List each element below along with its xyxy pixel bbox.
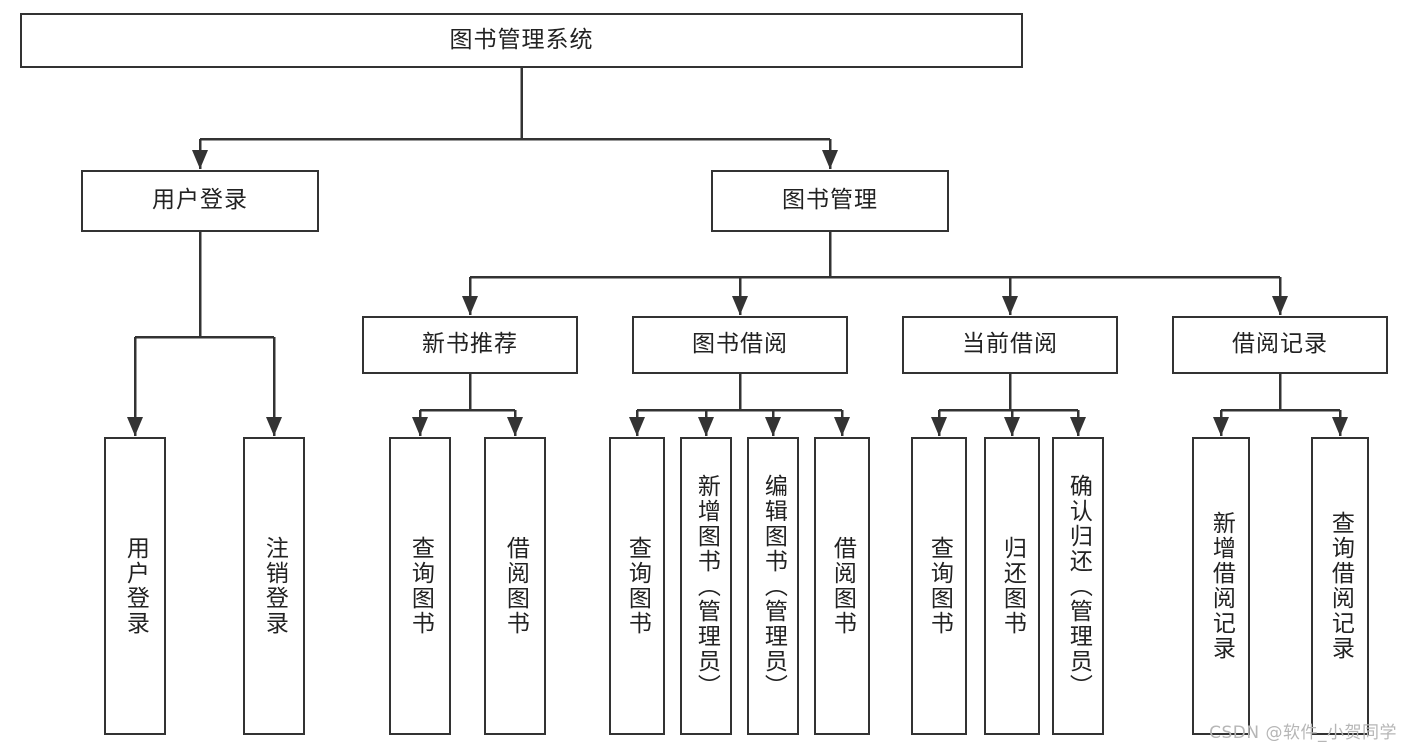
node-label: 查询图书 — [624, 536, 651, 636]
node-new-book-recommend[interactable]: 新书推荐 — [362, 316, 578, 374]
leaf-add-borrow-record[interactable]: 新增借阅记录 — [1192, 437, 1250, 735]
node-label: 编辑图书（管理员） — [760, 473, 787, 699]
leaf-user-login[interactable]: 用户登录 — [104, 437, 166, 735]
node-label: 新增借阅记录 — [1208, 511, 1235, 661]
node-label: 图书管理系统 — [449, 26, 594, 53]
watermark-text: CSDN @软件_小贺同学 — [1209, 723, 1397, 743]
node-label: 借阅图书 — [502, 536, 529, 636]
leaf-edit-book-admin[interactable]: 编辑图书（管理员） — [747, 437, 799, 735]
leaf-query-book-borrow[interactable]: 查询图书 — [609, 437, 665, 735]
node-label: 注销登录 — [261, 536, 288, 636]
leaf-query-book-recommend[interactable]: 查询图书 — [389, 437, 451, 735]
node-label: 新书推荐 — [422, 331, 518, 358]
leaf-query-borrow-record[interactable]: 查询借阅记录 — [1311, 437, 1369, 735]
node-book-borrow[interactable]: 图书借阅 — [632, 316, 848, 374]
node-book-management[interactable]: 图书管理 — [711, 170, 949, 232]
leaf-logout[interactable]: 注销登录 — [243, 437, 305, 735]
leaf-confirm-return-admin[interactable]: 确认归还（管理员） — [1052, 437, 1104, 735]
node-label: 查询借阅记录 — [1327, 511, 1354, 661]
node-label: 借阅记录 — [1232, 331, 1328, 358]
node-current-borrow[interactable]: 当前借阅 — [902, 316, 1118, 374]
node-borrow-record[interactable]: 借阅记录 — [1172, 316, 1388, 374]
node-label: 图书管理 — [782, 187, 878, 214]
node-label: 查询图书 — [926, 536, 953, 636]
node-root-system[interactable]: 图书管理系统 — [20, 13, 1023, 68]
leaf-add-book-admin[interactable]: 新增图书（管理员） — [680, 437, 732, 735]
node-label: 借阅图书 — [829, 536, 856, 636]
leaf-borrow-book-recommend[interactable]: 借阅图书 — [484, 437, 546, 735]
leaf-return-book[interactable]: 归还图书 — [984, 437, 1040, 735]
node-label: 新增图书（管理员） — [693, 473, 720, 699]
node-label: 确认归还（管理员） — [1065, 473, 1092, 699]
leaf-query-book-current[interactable]: 查询图书 — [911, 437, 967, 735]
node-label: 用户登录 — [152, 187, 248, 214]
node-label: 查询图书 — [407, 536, 434, 636]
node-label: 用户登录 — [122, 536, 149, 636]
leaf-borrow-book[interactable]: 借阅图书 — [814, 437, 870, 735]
node-label: 图书借阅 — [692, 331, 788, 358]
node-label: 归还图书 — [999, 536, 1026, 636]
node-label: 当前借阅 — [962, 331, 1058, 358]
node-user-login[interactable]: 用户登录 — [81, 170, 319, 232]
